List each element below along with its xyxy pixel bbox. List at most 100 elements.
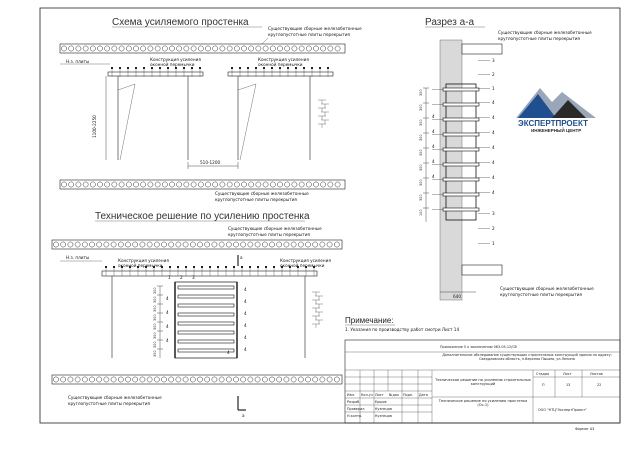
bolt-head [153,266,155,268]
slab-hole [204,376,211,383]
solution-callout-number: 2 [180,275,183,280]
slab-hole [197,376,203,383]
bolt-head [273,266,275,268]
slab-hole [290,241,297,248]
solution-callout-number: 4 [244,311,247,316]
slab-hole [96,376,103,383]
slab-hole [333,241,340,248]
section-dim-value: 300 [419,195,423,201]
solution-dim-value: 300 [153,306,157,312]
slab-hole [182,241,189,248]
stamp-column-header: Изм. [347,393,355,397]
section-straps [432,87,480,212]
slab-hole [269,45,276,52]
solution-lintel-label-right: Конструкция усиления [280,258,331,263]
solution-strap [177,303,235,308]
slab-hole [233,181,240,188]
slab-hole [319,241,326,248]
section-view: Существующие сборные железобетонные круг… [419,30,594,301]
logo-mountain-front [518,94,556,118]
slab-hole [248,181,255,188]
slab-hole [219,181,226,188]
slab-hole [284,181,291,188]
slab-hole [82,45,89,52]
bolt-head [137,266,139,268]
slab-hole [104,45,111,52]
slab-hole [132,376,139,383]
slab-hole [89,45,96,52]
slab-hole [147,181,154,188]
stamp-sheet-title-wrap: Техническое решение по усилению строител… [435,378,531,386]
section-dim-value: 300 [419,165,423,171]
solution-top-slab-holes [53,241,340,248]
scheme-slab-label: Существующие сборные железобетонные [268,26,362,31]
bolt-head [105,266,107,268]
slab-hole [247,376,254,383]
slab-hole [182,376,189,383]
slab-hole [176,45,183,52]
slab-hole [161,376,167,383]
solution-brick-pattern [312,291,323,328]
slab-hole [139,241,146,248]
section-strap [442,87,480,92]
slab-hole [147,45,154,52]
solution-callout-number: 4 [244,299,247,304]
slab-hole [61,45,67,52]
stamp-project-wrap: Дополнительное обследование существующих… [442,353,612,362]
slab-hole [89,376,95,383]
solution-reinforced-pier [174,281,238,359]
solution-callout-number: 4 [244,323,247,328]
scheme-lintel-bolts [111,67,329,77]
bolt-head [319,67,321,69]
section-strap [442,177,480,182]
slab-hole [255,45,262,52]
slab-hole [168,376,175,383]
stamp-column-header: Лист [375,393,384,397]
solution-left-number: 4 [166,324,169,329]
bolt-head [231,67,233,69]
slab-hole [97,45,103,52]
solution-lintel [101,270,318,277]
slab-hole [96,241,103,248]
section-callout-number: 4 [492,145,495,150]
slab-hole [89,181,96,188]
bolt-head [119,67,121,69]
solution-callout-number: 4 [227,350,230,355]
slab-hole [175,376,182,383]
bolt-head [297,266,299,268]
slab-hole [305,376,311,383]
slab-hole [89,241,95,248]
slab-hole [197,45,204,52]
slab-hole [154,181,161,188]
slab-hole [139,376,146,383]
slab-hole [320,181,327,188]
slab-hole [319,376,326,383]
logo-name: ЭКСПЕРТПРОЕКТ [518,119,588,128]
bolt-head [135,67,137,69]
slab-hole [254,241,261,248]
slab-hole [233,241,239,248]
bolt-head [129,266,131,268]
slab-hole [111,45,118,52]
section-bottom-slab-label: Существующие сборные железобетонные [500,286,594,291]
solution-dim-value: 300 [153,288,157,294]
solution-bottom-slab-holes [53,376,340,383]
bolt-head [201,266,203,268]
stamp-project: Дополнительное обследование существующих… [442,353,612,362]
slab-hole [154,45,161,52]
slab-hole [68,181,75,188]
slab-hole [190,181,197,188]
bolt-head [233,266,235,268]
slab-hole [183,45,190,52]
slab-hole [291,181,298,188]
slab-hole [312,241,319,248]
section-strap [442,192,480,197]
slab-hole [305,241,311,248]
slab-hole [226,181,233,188]
slab-hole [161,241,167,248]
slab-hole [176,181,183,188]
solution-strap [177,285,235,290]
stamp-sheets-count: 22 [597,383,601,387]
